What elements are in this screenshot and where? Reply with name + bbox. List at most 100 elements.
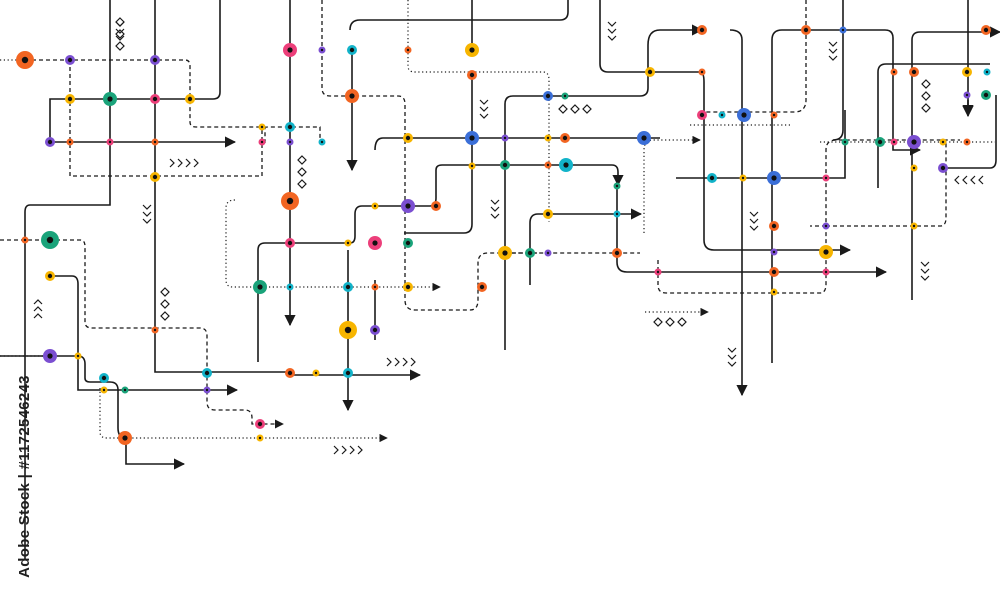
chevron-icon-10-3 (33, 313, 43, 319)
node-core (823, 249, 829, 255)
node-38-cyan (343, 282, 353, 292)
node-core (911, 139, 917, 145)
node-44-orange (151, 326, 159, 334)
node-core (405, 203, 411, 209)
node-24-purple (286, 138, 294, 146)
node-core (187, 96, 193, 102)
chevron-icon-2-2 (607, 28, 617, 34)
node-53-yellow (312, 369, 320, 377)
network-line-11 (257, 164, 624, 362)
node-3-purple (150, 55, 160, 65)
node-core (470, 164, 474, 168)
node-56-yellow (256, 434, 264, 442)
network-line-6 (0, 239, 284, 429)
node-31-green (403, 238, 413, 248)
node-75-purple (544, 249, 552, 257)
network-line-7 (50, 275, 239, 396)
diamond-icon-2-2 (297, 167, 307, 177)
node-112-purple (938, 163, 948, 173)
node-core (469, 47, 475, 53)
node-core (709, 175, 715, 181)
node-23-cyan (318, 138, 326, 146)
node-21-orange (467, 70, 477, 80)
node-core (843, 140, 847, 144)
node-core (344, 326, 352, 334)
node-71-yellow (543, 209, 553, 219)
node-69-green (561, 92, 569, 100)
node-core (152, 96, 158, 102)
node-core (152, 57, 158, 63)
chevron-icon-14-2 (962, 175, 968, 185)
diamond-icon-3-1 (160, 287, 170, 297)
node-98-purple (822, 222, 830, 230)
node-12-yellow (150, 172, 160, 182)
node-core (153, 328, 157, 332)
node-core (941, 140, 945, 144)
chevron-icon-10-2 (33, 306, 43, 312)
node-core (287, 47, 293, 53)
chevron-icon-7-3 (749, 225, 759, 231)
node-113-yellow (910, 222, 918, 230)
node-core (469, 135, 475, 141)
node-10-pink (106, 138, 114, 146)
node-core (545, 93, 551, 99)
node-92-orange (769, 267, 779, 277)
network-line-27 (729, 29, 748, 397)
node-core (433, 203, 439, 209)
node-core (502, 162, 508, 168)
node-core (47, 353, 53, 359)
stock-id-watermark: Adobe Stock | #1172546243 (14, 362, 34, 590)
chevron-icon-8-1 (920, 261, 930, 267)
node-25-orange (21, 236, 29, 244)
chevron-icon-1-2 (115, 28, 125, 34)
node-core (345, 370, 351, 376)
node-core (76, 354, 80, 358)
node-83-orange (770, 111, 778, 119)
chevron-icon-11-4 (193, 158, 199, 168)
node-core (699, 112, 705, 118)
node-110-purple (963, 91, 971, 99)
node-core (372, 327, 378, 333)
node-55-pink (255, 419, 265, 429)
network-line-38 (940, 95, 997, 169)
node-78-orange (697, 25, 707, 35)
node-core (346, 241, 350, 245)
chevron-icon-13-2 (341, 445, 347, 455)
node-core (965, 140, 969, 144)
node-60-purple (501, 134, 509, 142)
node-core (47, 273, 53, 279)
chevron-icon-1-3 (115, 35, 125, 41)
node-19-yellow (465, 43, 479, 57)
network-line-9 (99, 388, 388, 443)
node-105-orange (890, 68, 898, 76)
node-core (546, 136, 550, 140)
node-17-cyan (347, 45, 357, 55)
network-line-30 (676, 110, 846, 179)
node-core (287, 240, 293, 246)
diamond-icon-3-2 (160, 299, 170, 309)
node-core (123, 388, 127, 392)
node-66-orange (544, 161, 552, 169)
node-core (314, 371, 318, 375)
diamond-icon-5-1 (558, 104, 568, 114)
node-82-blue (737, 108, 751, 122)
chevron-icon-6-2 (490, 206, 500, 212)
node-46-yellow (74, 352, 82, 360)
node-core (824, 224, 828, 228)
node-58-yellow (403, 133, 413, 143)
node-42-purple (370, 325, 380, 335)
node-65-green (500, 160, 510, 170)
network-line-5 (69, 60, 321, 177)
network-line-33 (832, 0, 844, 141)
chevron-icon-5-3 (142, 218, 152, 224)
stock-id-text: Adobe Stock | #1172546243 (15, 374, 33, 578)
node-15-pink (283, 43, 297, 57)
node-core (527, 250, 533, 256)
node-core (257, 284, 263, 290)
network-line-26 (657, 139, 960, 294)
node-67-cyan (559, 158, 573, 172)
network-line-3 (49, 0, 237, 148)
diamond-icon-1-2 (115, 29, 125, 39)
node-core (502, 250, 508, 256)
node-core (152, 174, 158, 180)
